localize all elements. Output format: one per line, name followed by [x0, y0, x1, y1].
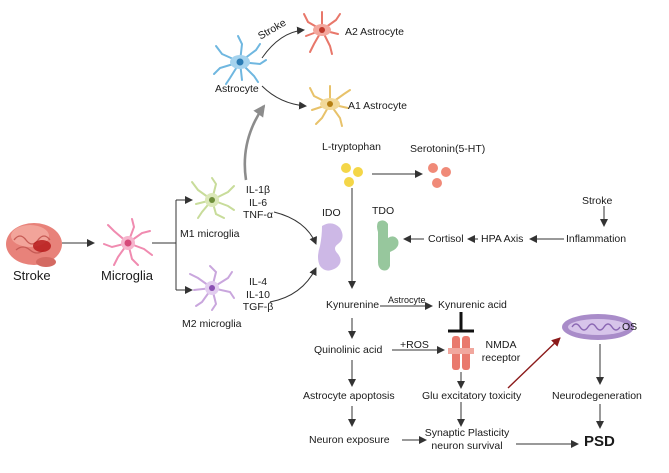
m2-microglia-label: M2 microglia — [182, 318, 242, 330]
l-tryptophan-label: L-tryptophan — [322, 141, 381, 153]
a2-astrocyte-icon — [303, 11, 341, 55]
astrocyte-icon — [213, 35, 267, 85]
cytokine-tgfb: TGF-β — [242, 301, 274, 313]
serotonin-molecules-icon — [428, 163, 451, 188]
m1-cytokines: IL-1β IL-6 TNF-α — [240, 184, 276, 222]
synaptic-line1: Synaptic Plasticity — [424, 427, 510, 439]
brain-icon — [6, 223, 62, 267]
mitochondrion-icon — [562, 314, 634, 340]
glu-excitatory-toxicity-label: Glu excitatory toxicity — [422, 390, 522, 402]
nmda-label-line2: receptor — [481, 351, 521, 364]
nmda-receptor-label: NMDA receptor — [478, 339, 524, 364]
inhibition-bar — [448, 312, 474, 333]
tryptophan-molecules-icon — [341, 163, 363, 187]
nmda-receptor-icon — [448, 336, 474, 370]
activation-arrow-grey — [243, 104, 266, 181]
astrocyte-apoptosis-label: Astrocyte apoptosis — [303, 390, 395, 402]
cytokine-tnfa: TNF-α — [243, 209, 273, 221]
serotonin-label: Serotonin(5-HT) — [410, 143, 486, 155]
cytokine-il1b: IL-1β — [245, 184, 271, 196]
m2-cytokines: IL-4 IL-10 TGF-β — [240, 276, 276, 314]
cytokine-il10: IL-10 — [246, 288, 270, 301]
a1-astrocyte-label: A1 Astrocyte — [348, 100, 407, 112]
m1-microglia-icon — [191, 177, 235, 219]
kynurenine-label: Kynurenine — [326, 299, 380, 311]
tdo-label: TDO — [372, 205, 395, 217]
m2-microglia-icon — [189, 265, 235, 311]
cortisol-label: Cortisol — [428, 233, 464, 245]
inflammation-label: Inflammation — [566, 233, 627, 245]
diagram-arrows — [62, 26, 608, 448]
quinolinic-acid-label: Quinolinic acid — [314, 344, 383, 356]
m1-microglia-label: M1 microglia — [180, 228, 240, 240]
hpa-axis-label: HPA Axis — [481, 233, 524, 245]
ido-label: IDO — [322, 207, 341, 219]
a1-astrocyte-icon — [309, 85, 351, 127]
astrocyte-edge-label: Astrocyte — [388, 295, 426, 305]
cytokine-il6: IL-6 — [248, 196, 268, 209]
ido-enzyme-icon — [318, 223, 343, 271]
astrocyte-label: Astrocyte — [215, 83, 259, 95]
microglia-cell-icon — [103, 218, 153, 266]
cytokine-il4: IL-4 — [248, 276, 268, 288]
synaptic-line2: neuron survival — [431, 439, 503, 452]
ros-label: +ROS — [400, 339, 429, 351]
os-arrow-red — [507, 337, 561, 389]
synaptic-plasticity-label: Synaptic Plasticity neuron survival — [420, 427, 514, 452]
nmda-label-line1: NMDA — [485, 339, 517, 351]
os-label: OS — [622, 321, 638, 333]
stroke-right-label: Stroke — [582, 195, 613, 207]
neuron-exposure-label: Neuron exposure — [309, 434, 390, 446]
stroke-label: Stroke — [13, 268, 51, 283]
tdo-enzyme-icon — [377, 220, 399, 271]
a2-astrocyte-label: A2 Astrocyte — [345, 26, 404, 38]
microglia-label: Microglia — [101, 268, 154, 283]
kynurenic-acid-label: Kynurenic acid — [438, 299, 507, 311]
neurodegeneration-label: Neurodegeneration — [552, 390, 642, 402]
psd-label: PSD — [584, 433, 615, 450]
